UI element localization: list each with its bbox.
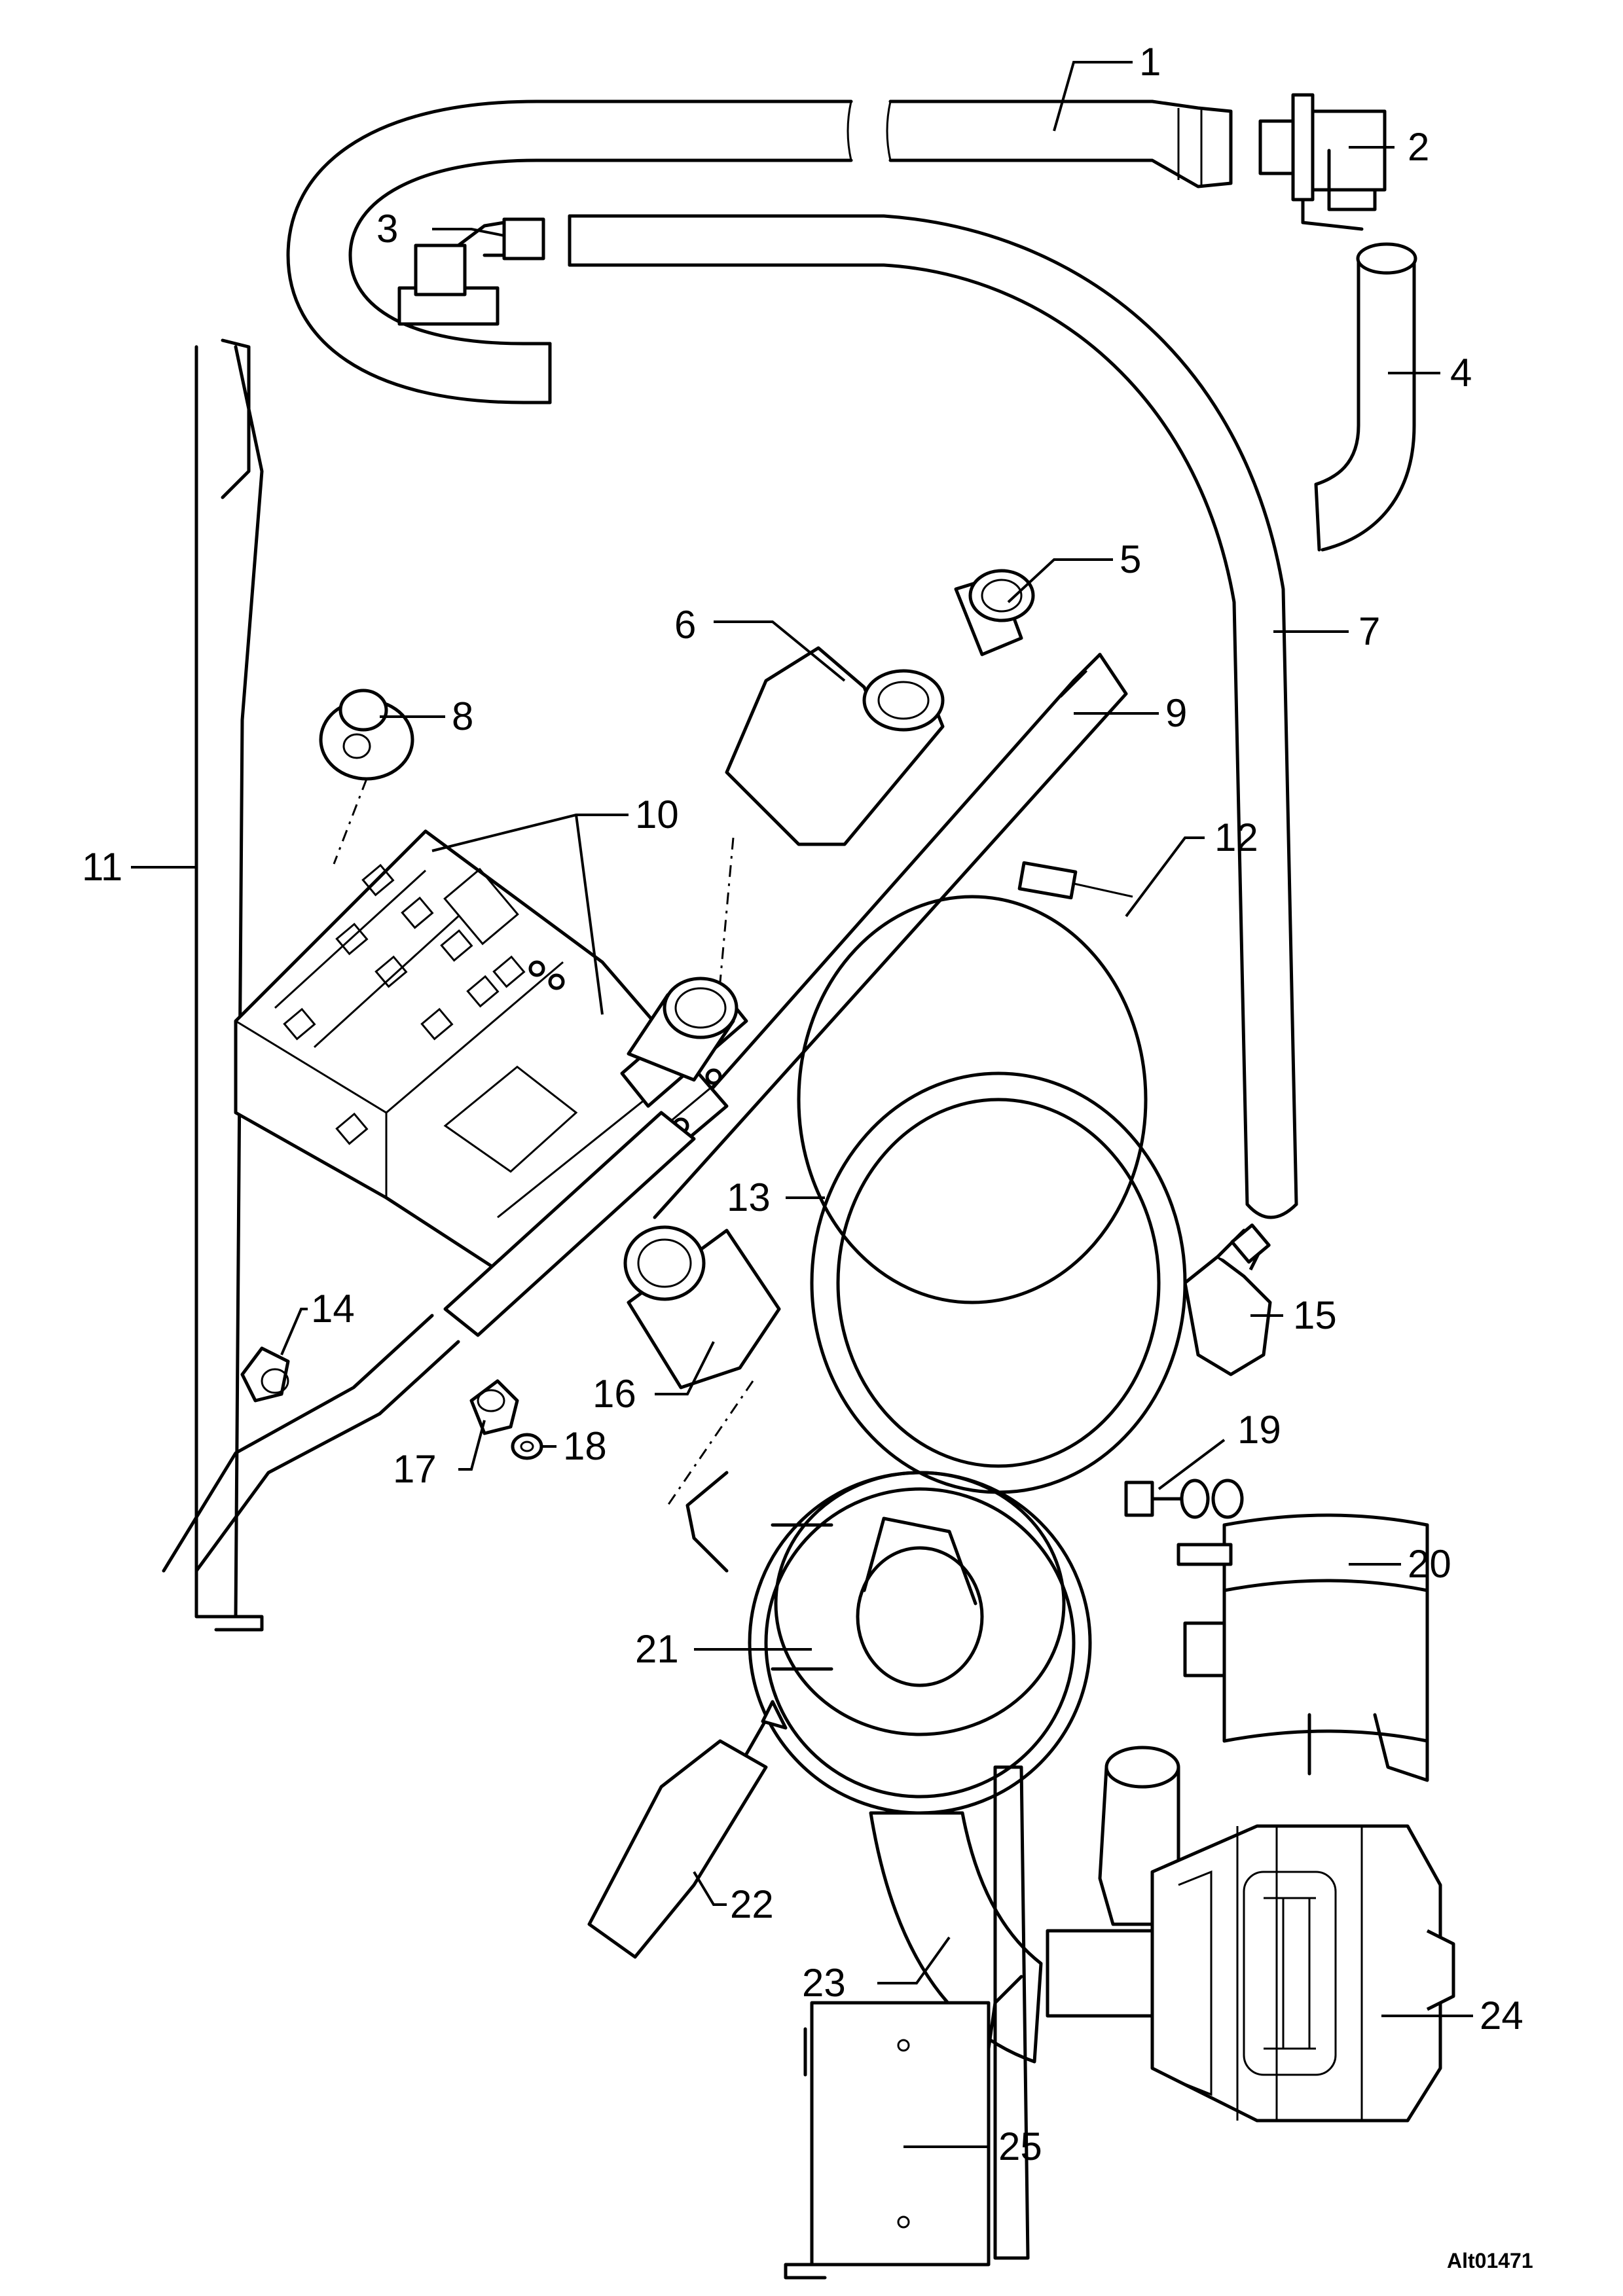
callout-17: 17 xyxy=(393,1447,437,1491)
part-2-fitting xyxy=(1258,93,1387,231)
callout-20: 20 xyxy=(1408,1542,1451,1586)
part-18-washer xyxy=(511,1433,543,1460)
part-8-alignment-line xyxy=(333,778,368,865)
callout-12: 12 xyxy=(1214,816,1258,859)
part-15-fitting xyxy=(1183,1223,1272,1376)
callout-6: 6 xyxy=(674,603,696,647)
callout-labels: 1 2 3 4 5 6 7 8 9 10 11 12 13 14 15 16 1… xyxy=(82,40,1523,2168)
part-7-hose xyxy=(568,214,1298,1219)
callout-8: 8 xyxy=(452,694,473,738)
callout-23: 23 xyxy=(802,1961,846,2005)
callout-10: 10 xyxy=(635,793,679,836)
callout-2: 2 xyxy=(1408,125,1429,169)
part-1-hose xyxy=(286,99,1233,404)
part-16-sleeve xyxy=(623,1225,781,1390)
part-12-clamp xyxy=(797,861,1148,1304)
callout-16: 16 xyxy=(593,1372,636,1416)
part-4-tube xyxy=(1314,242,1417,552)
part-6-alignment-line xyxy=(719,837,735,982)
callout-11: 11 xyxy=(82,845,122,889)
part-6-tee xyxy=(725,646,945,846)
part-20-clamp-band xyxy=(1176,1513,1429,1782)
part-11-frame xyxy=(162,338,460,1632)
part-21-pump-housing xyxy=(685,1471,1092,1815)
callout-13: 13 xyxy=(727,1175,771,1219)
part-24-pump-motor xyxy=(1046,1746,1455,2123)
part-17-nut xyxy=(469,1379,519,1435)
callout-19: 19 xyxy=(1237,1408,1281,1452)
callout-24: 24 xyxy=(1480,1994,1523,2037)
callout-18: 18 xyxy=(563,1424,607,1468)
part-16-alignment-line xyxy=(666,1380,754,1506)
callout-14: 14 xyxy=(311,1287,355,1331)
callout-1: 1 xyxy=(1139,40,1161,84)
part-14-plug xyxy=(240,1346,290,1403)
callout-leaders xyxy=(131,61,1473,2148)
part-6-pipe-stub xyxy=(627,977,739,1082)
callout-15: 15 xyxy=(1293,1293,1337,1337)
part-19-screw-assembly xyxy=(1124,1479,1244,1519)
part-25-bracket xyxy=(784,1765,1030,2280)
part-13-gasket xyxy=(810,1071,1187,1494)
callout-7: 7 xyxy=(1359,609,1380,653)
callout-25: 25 xyxy=(998,2125,1042,2168)
callout-21: 21 xyxy=(635,1627,679,1671)
callout-4: 4 xyxy=(1450,351,1472,395)
callout-22: 22 xyxy=(730,1882,774,1926)
part-22-hose-segment xyxy=(587,1700,788,1959)
figure-reference-code: Alt01471 xyxy=(1447,2249,1533,2272)
callout-3: 3 xyxy=(376,207,398,251)
callout-9: 9 xyxy=(1165,691,1187,735)
part-5-bushing xyxy=(954,569,1035,656)
part-3-elbow xyxy=(397,217,545,326)
part-8-grommet xyxy=(319,689,414,781)
callout-5: 5 xyxy=(1120,537,1141,581)
